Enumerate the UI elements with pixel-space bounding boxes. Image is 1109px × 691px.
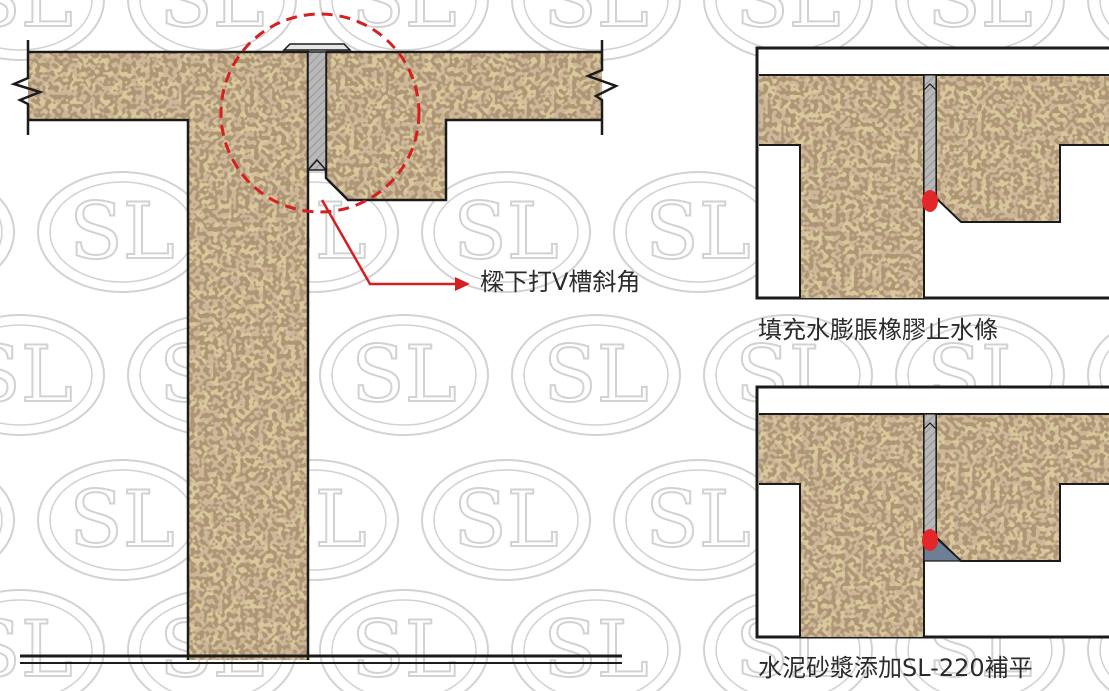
watermark-oval-inner [523, 324, 669, 426]
watermark-oval [0, 314, 105, 436]
watermark-sl-logo: SL [543, 330, 648, 420]
watermark-sl-logo: SL [351, 0, 456, 45]
main-v-groove [307, 158, 327, 171]
watermark-sl-logo: SL [0, 330, 73, 420]
watermark-sl-logo: SL [351, 330, 456, 420]
watermark-oval-inner [0, 218, 3, 246]
watermark-oval [0, 589, 105, 691]
watermark-oval-inner [0, 324, 93, 426]
watermark-oval-inner [1099, 0, 1109, 26]
watermark-oval [511, 589, 681, 691]
mortar-patch-label: 水泥砂漿添加SL-220補平 [758, 654, 1033, 682]
watermark-sl-logo: SL [453, 187, 558, 277]
watermark-oval [1087, 334, 1109, 416]
detail-highlight-circle [219, 12, 421, 214]
watermark-oval-inner [523, 0, 669, 51]
watermark-oval [0, 0, 105, 61]
sealant-marker [922, 190, 938, 212]
watermark-sl-logo: SL [543, 0, 648, 45]
watermark-sl-logo: SL [69, 187, 174, 277]
detail-panel-sealant [755, 46, 1109, 300]
watermark-sl-logo: SL [69, 475, 174, 565]
watermark-oval-inner [0, 506, 3, 534]
watermark-oval-inner [523, 599, 669, 691]
groove-callout-leader [320, 199, 470, 291]
watermark-oval [421, 459, 591, 581]
watermark-oval-inner [433, 469, 579, 571]
watermark-oval-inner [433, 181, 579, 283]
watermark-sl-logo: SL [453, 475, 558, 565]
detail-panel-mortar [755, 385, 1109, 639]
sealant-marker-2 [922, 529, 938, 551]
watermark-sl-logo: SL [0, 605, 73, 691]
watermark-oval-inner [1099, 349, 1109, 401]
watermark-sl-logo: SL [927, 0, 1032, 45]
watermark-oval-inner [0, 0, 93, 51]
watermark-oval [319, 314, 489, 436]
watermark-oval-inner [331, 599, 477, 691]
watermark-oval [0, 197, 15, 267]
right-break-line [584, 40, 620, 135]
groove-label: 樑下打V槽斜角 [480, 268, 641, 296]
watermark-oval [319, 589, 489, 691]
watermark-sl-logo: SL [351, 605, 456, 691]
watermark-sl-logo: SL [159, 0, 264, 45]
watermark-sl-logo: SL [0, 0, 73, 45]
watermark-oval [1087, 609, 1109, 691]
watermark-sl-logo: SL [645, 187, 750, 277]
left-break-line [10, 40, 44, 135]
watermark-oval-inner [1099, 624, 1109, 676]
watermark-oval [0, 485, 15, 555]
main-section [10, 40, 622, 664]
watermark-oval [511, 314, 681, 436]
watermark-oval-inner [139, 0, 285, 51]
watermark-sl-logo: SL [645, 475, 750, 565]
watermark-oval-inner [331, 0, 477, 51]
main-joint-filler [307, 51, 327, 171]
joint-cover-plate [282, 43, 352, 51]
watermark-sl-logo: SL [735, 0, 840, 45]
sealant-strip-label: 填充水膨脹橡膠止水條 [758, 316, 998, 344]
watermark-sl-logo: SL [543, 605, 648, 691]
watermark-oval [421, 171, 591, 293]
watermark-oval-inner [0, 599, 93, 691]
watermark-oval-inner [331, 324, 477, 426]
